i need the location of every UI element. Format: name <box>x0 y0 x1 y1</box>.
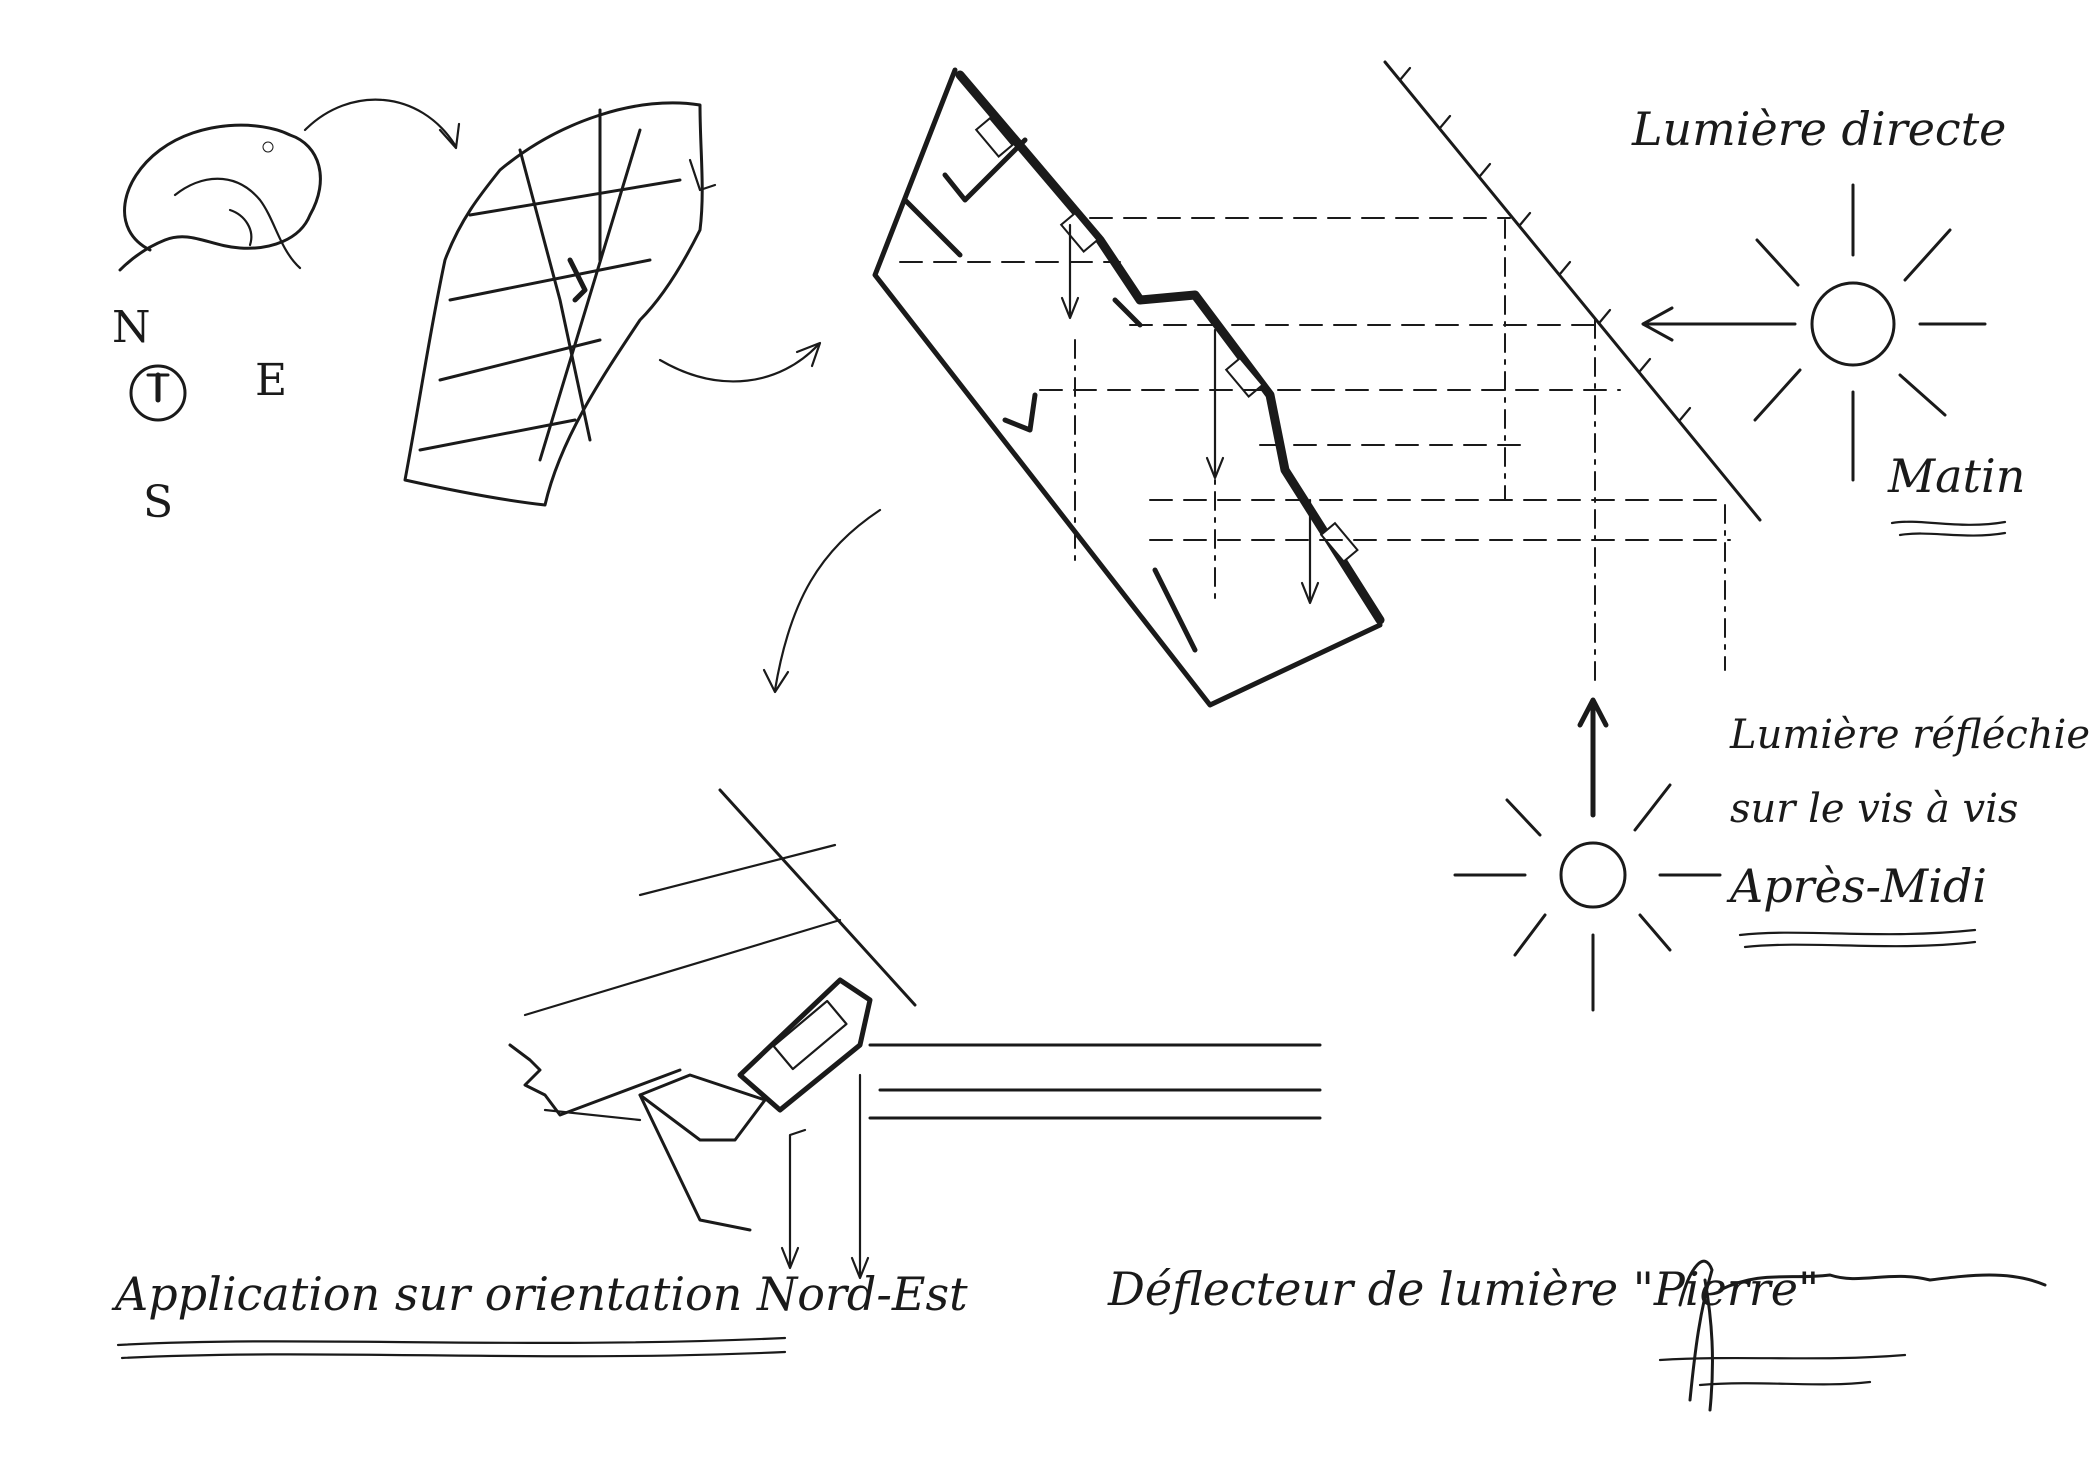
compass-south: S <box>143 477 173 528</box>
arrow-icon <box>658 341 822 383</box>
arrow-icon <box>1641 306 1797 342</box>
underline-application <box>116 1336 787 1360</box>
label-morning: Matin <box>1887 449 2025 503</box>
arrow-icon <box>762 508 882 694</box>
label-reflected-light-1: Lumière réfléchie <box>1729 712 2090 758</box>
arrow-icon <box>1577 697 1609 818</box>
label-direct-light: Lumière directe <box>1631 102 2006 156</box>
compass-east: E <box>255 355 287 406</box>
label-title: Déflecteur de lumière "Pierre" <box>1107 1262 1819 1316</box>
underline-afternoon <box>1738 928 1977 949</box>
detail-section <box>508 788 1322 1280</box>
label-application: Application sur orientation Nord-Est <box>111 1267 968 1321</box>
label-afternoon: Après-Midi <box>1726 859 1987 913</box>
block-map <box>403 101 717 507</box>
sun-icon <box>1453 783 1722 1012</box>
region-outline <box>118 123 322 272</box>
compass-north: N <box>112 302 151 353</box>
facade-section <box>872 60 1762 708</box>
sun-icon <box>1753 183 1987 482</box>
underline-morning <box>1890 520 2007 537</box>
signature <box>1658 1259 2047 1412</box>
label-reflected-light-2: sur le vis à vis <box>1730 786 2018 832</box>
compass-icon: N E S <box>112 302 287 528</box>
arrow-icon <box>303 98 461 150</box>
